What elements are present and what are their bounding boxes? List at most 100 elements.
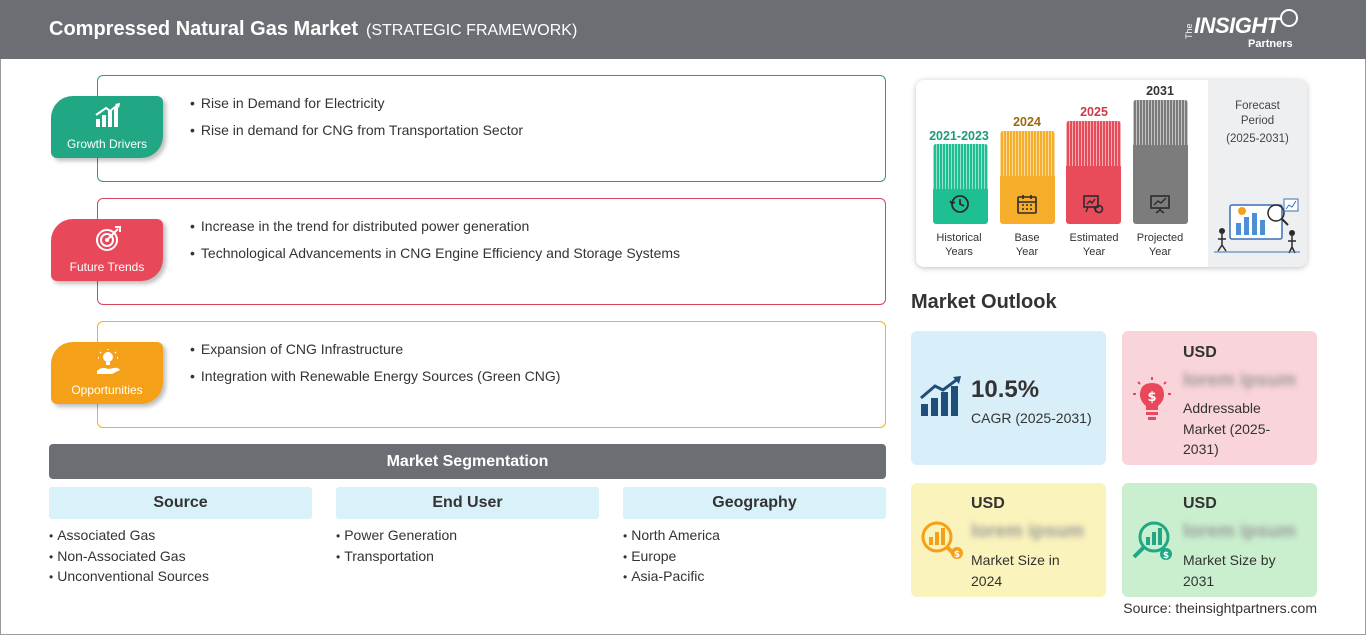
forecast-title-line: Forecast bbox=[1235, 100, 1280, 112]
market-forecast-magnifier-icon: $ bbox=[1132, 521, 1172, 561]
insight-partners-logo[interactable]: The INSIGHT Partners bbox=[1184, 9, 1304, 53]
addressable-market-card: USD lorem ipsum $ Addressable Market (20… bbox=[1122, 331, 1317, 465]
tag-label: Future Trends bbox=[69, 260, 145, 274]
market-size-2031-value: lorem ipsum bbox=[1183, 521, 1296, 542]
cagr-label: CAGR (2025-2031) bbox=[971, 410, 1092, 426]
target-icon bbox=[96, 226, 121, 251]
label-line: Year bbox=[1082, 246, 1106, 258]
bar-stripes bbox=[933, 144, 988, 189]
market-segmentation-header: Market Segmentation bbox=[49, 444, 886, 479]
label-line: 2031 bbox=[1183, 572, 1215, 589]
bar-stripes bbox=[1133, 100, 1188, 145]
growth-chart-icon bbox=[920, 376, 961, 416]
addressable-market-value: lorem ipsum bbox=[1183, 370, 1296, 391]
segment-end-user: End User Power Generation Transportation bbox=[336, 487, 599, 568]
logo-ring-icon bbox=[1280, 9, 1298, 27]
list-item: Rise in demand for CNG from Transportati… bbox=[190, 122, 523, 138]
label-line: Estimated bbox=[1069, 232, 1119, 244]
list-item: Rise in Demand for Electricity bbox=[190, 95, 523, 111]
title-subtitle: (STRATEGIC FRAMEWORK) bbox=[366, 22, 578, 39]
lightbulb-hand-icon bbox=[97, 349, 120, 374]
segment-geography: Geography North America Europe Asia-Paci… bbox=[623, 487, 886, 589]
market-size-2031-card: USD lorem ipsum $ Market Size by 2031 bbox=[1122, 483, 1317, 597]
logo-partners: Partners bbox=[1248, 38, 1293, 50]
timeline-label-base: Base Year bbox=[987, 231, 1067, 259]
opportunities-box: Expansion of CNG Infrastructure Integrat… bbox=[97, 321, 886, 428]
list-item: North America bbox=[623, 527, 886, 548]
timeline-year: 2031 bbox=[1146, 84, 1174, 98]
logo-main: INSIGHT bbox=[1194, 13, 1280, 38]
forecast-title-line: Period bbox=[1240, 115, 1275, 127]
timeline-bar-estimated bbox=[1066, 121, 1121, 224]
growth-drivers-box: Rise in Demand for Electricity Rise in d… bbox=[97, 75, 886, 182]
forecast-title: Forecast Period (2025-2031) bbox=[1208, 99, 1307, 147]
forecast-analytics-illustration-icon bbox=[1214, 198, 1300, 254]
projection-icon bbox=[1150, 195, 1170, 214]
label-line: 2024 bbox=[971, 572, 1003, 589]
cagr-value: 10.5% bbox=[971, 376, 1040, 403]
header-bar: Compressed Natural Gas Market (STRATEGIC … bbox=[0, 0, 1366, 59]
list-item: Europe bbox=[623, 548, 886, 569]
currency-label: USD bbox=[971, 495, 1005, 512]
list-item: Power Generation bbox=[336, 527, 599, 548]
tag-label: Growth Drivers bbox=[66, 137, 147, 151]
label-line: Market (2025- bbox=[1183, 420, 1271, 437]
timeline-bar-base bbox=[1000, 131, 1055, 224]
segment-heading: End User bbox=[336, 487, 599, 519]
market-size-magnifier-icon: $ bbox=[921, 521, 963, 560]
label-line: Market Size by bbox=[1183, 552, 1276, 568]
svg-text:$: $ bbox=[954, 550, 960, 560]
currency-label: USD bbox=[1183, 344, 1217, 361]
label-line: Market Size in bbox=[971, 552, 1060, 568]
list-item: Transportation bbox=[336, 548, 599, 569]
label-line: Years bbox=[945, 246, 973, 258]
market-size-2031-label: Market Size by 2031 bbox=[1183, 550, 1276, 591]
market-size-2024-label: Market Size in 2024 bbox=[971, 550, 1060, 591]
list-item: Unconventional Sources bbox=[49, 568, 312, 589]
cagr-card: 10.5% CAGR (2025-2031) bbox=[911, 331, 1106, 465]
timeline-label-estimated: Estimated Year bbox=[1054, 231, 1134, 259]
timeline-bar-historical bbox=[933, 144, 988, 224]
growth-chart-icon bbox=[95, 103, 120, 127]
label-line: Year bbox=[1015, 246, 1039, 258]
forecast-range: (2025-2031) bbox=[1226, 133, 1289, 145]
timeline-card: 2021-2023 Historical Years 2024 Base Yea… bbox=[916, 80, 1307, 267]
segment-source: Source Associated Gas Non-Associated Gas… bbox=[49, 487, 312, 589]
timeline-label-projected: Projected Year bbox=[1120, 231, 1200, 259]
calendar-icon bbox=[1017, 195, 1037, 214]
timeline-year: 2024 bbox=[1013, 115, 1041, 129]
label-line: Addressable bbox=[1183, 400, 1261, 416]
page-title: Compressed Natural Gas Market (STRATEGIC … bbox=[49, 18, 577, 41]
list-item: Asia-Pacific bbox=[623, 568, 886, 589]
label-line: Year bbox=[1148, 246, 1172, 258]
logo-the: The bbox=[1184, 23, 1194, 39]
market-size-2024-card: USD lorem ipsum $ Market Size in 2024 bbox=[911, 483, 1106, 597]
market-size-2024-value: lorem ipsum bbox=[971, 521, 1084, 542]
market-outlook-title: Market Outlook bbox=[911, 291, 1057, 313]
list-item: Technological Advancements in CNG Engine… bbox=[190, 245, 680, 261]
title-text: Compressed Natural Gas Market bbox=[49, 18, 359, 40]
estimate-icon bbox=[1083, 195, 1104, 214]
timeline-bar-projected bbox=[1133, 100, 1188, 224]
timeline-year: 2025 bbox=[1080, 105, 1108, 119]
future-trends-box: Increase in the trend for distributed po… bbox=[97, 198, 886, 305]
tag-label: Opportunities bbox=[71, 383, 143, 397]
segment-heading: Source bbox=[49, 487, 312, 519]
segment-heading: Geography bbox=[623, 487, 886, 519]
future-trends-tag: Future Trends bbox=[51, 219, 163, 281]
history-icon bbox=[949, 195, 969, 213]
opportunities-tag: Opportunities bbox=[51, 342, 163, 404]
list-item: Non-Associated Gas bbox=[49, 548, 312, 569]
timeline-year: 2021-2023 bbox=[929, 129, 989, 143]
list-item: Expansion of CNG Infrastructure bbox=[190, 341, 560, 357]
list-item: Increase in the trend for distributed po… bbox=[190, 218, 680, 234]
bar-stripes bbox=[1066, 121, 1121, 166]
currency-label: USD bbox=[1183, 495, 1217, 512]
timeline-label-historical: Historical Years bbox=[919, 231, 999, 259]
svg-text:$: $ bbox=[1147, 390, 1156, 405]
svg-text:$: $ bbox=[1163, 551, 1169, 561]
bar-stripes bbox=[1000, 131, 1055, 176]
lightbulb-dollar-icon: $ bbox=[1133, 377, 1171, 420]
addressable-market-label: Addressable Market (2025- 2031) bbox=[1183, 398, 1270, 460]
source-credit: Source: theinsightpartners.com bbox=[1123, 600, 1317, 616]
